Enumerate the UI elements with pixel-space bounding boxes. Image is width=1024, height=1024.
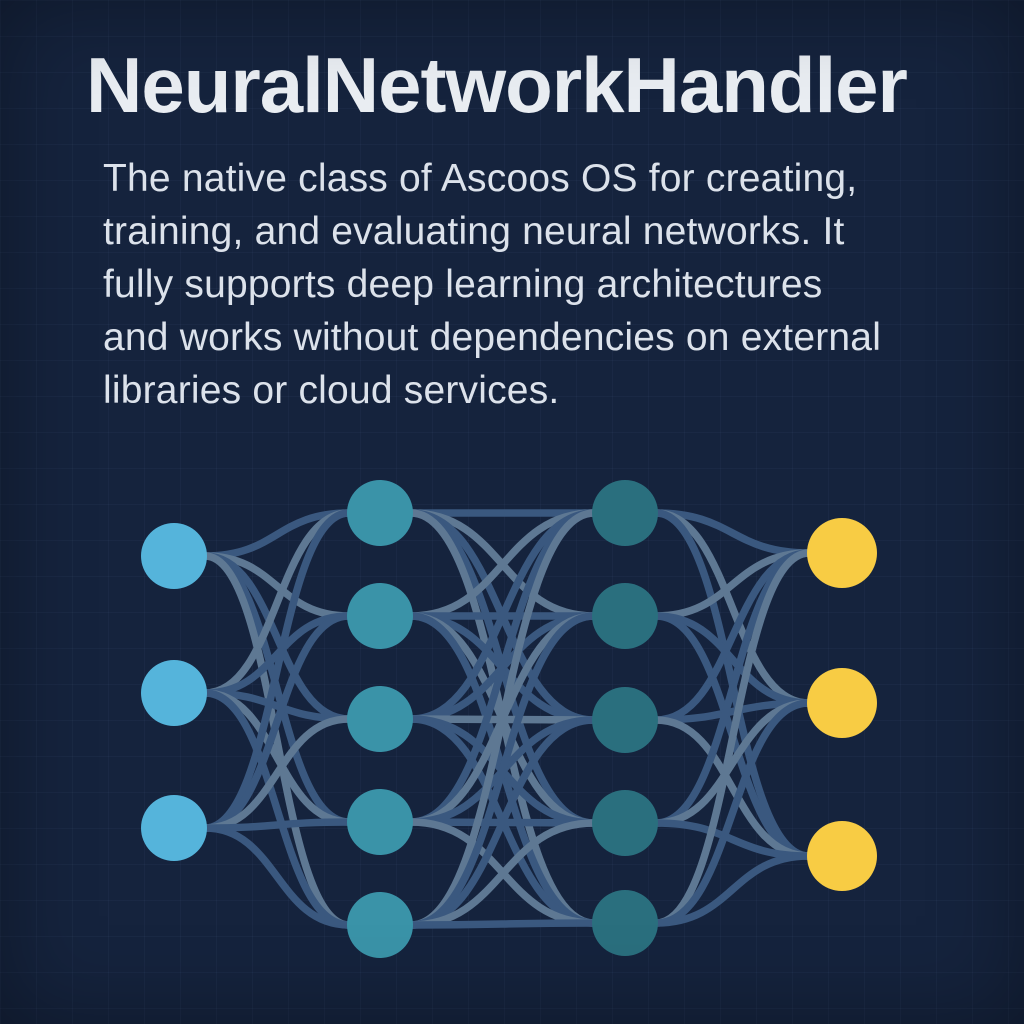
output-layer-node: [807, 821, 877, 891]
network-edge: [652, 852, 813, 927]
description-line: The native class of Ascoos OS for creati…: [103, 157, 858, 200]
hidden-layer-2-node: [592, 480, 658, 546]
hidden-layer-1-node: [347, 686, 413, 752]
network-edge: [201, 552, 353, 929]
input-layer-node: [141, 795, 207, 861]
network-edge: [407, 819, 598, 929]
hidden-layer-1-node: [347, 583, 413, 649]
network-edge: [407, 919, 598, 929]
hidden-layer-2-node: [592, 790, 658, 856]
page-title: NeuralNetworkHandler: [86, 41, 908, 129]
output-layer-node: [807, 668, 877, 738]
network-edge: [201, 689, 353, 929]
network-edge: [201, 509, 353, 560]
network-edge: [652, 509, 813, 707]
network-edge: [652, 509, 813, 557]
hidden-layer-2-node: [592, 583, 658, 649]
network-edge: [652, 819, 813, 860]
description-line: training, and evaluating neural networks…: [103, 210, 845, 253]
hidden-layer-1-node: [347, 892, 413, 958]
network-edge: [407, 612, 598, 929]
network-edge: [201, 612, 353, 832]
network-edge: [407, 509, 598, 929]
network-edge: [652, 716, 813, 860]
description-line: libraries or cloud services.: [103, 369, 560, 412]
input-layer-node: [141, 523, 207, 589]
description-line: fully supports deep learning architectur…: [103, 263, 823, 306]
description-text: The native class of Ascoos OS for creati…: [103, 152, 881, 417]
hidden-layer-2-node: [592, 687, 658, 753]
network-edge: [407, 509, 598, 620]
hidden-layer-1-node: [347, 789, 413, 855]
network-edge: [652, 699, 813, 927]
network-edge: [201, 824, 353, 929]
hidden-layer-2-node: [592, 890, 658, 956]
output-layer-node: [807, 518, 877, 588]
network-edge: [201, 715, 353, 832]
hidden-layer-1-node: [347, 480, 413, 546]
input-layer-node: [141, 660, 207, 726]
network-edge: [652, 549, 813, 927]
network-edge: [652, 612, 813, 707]
network-edge: [201, 509, 353, 697]
description-line: and works without dependencies on extern…: [103, 316, 882, 359]
network-edge: [407, 716, 598, 929]
